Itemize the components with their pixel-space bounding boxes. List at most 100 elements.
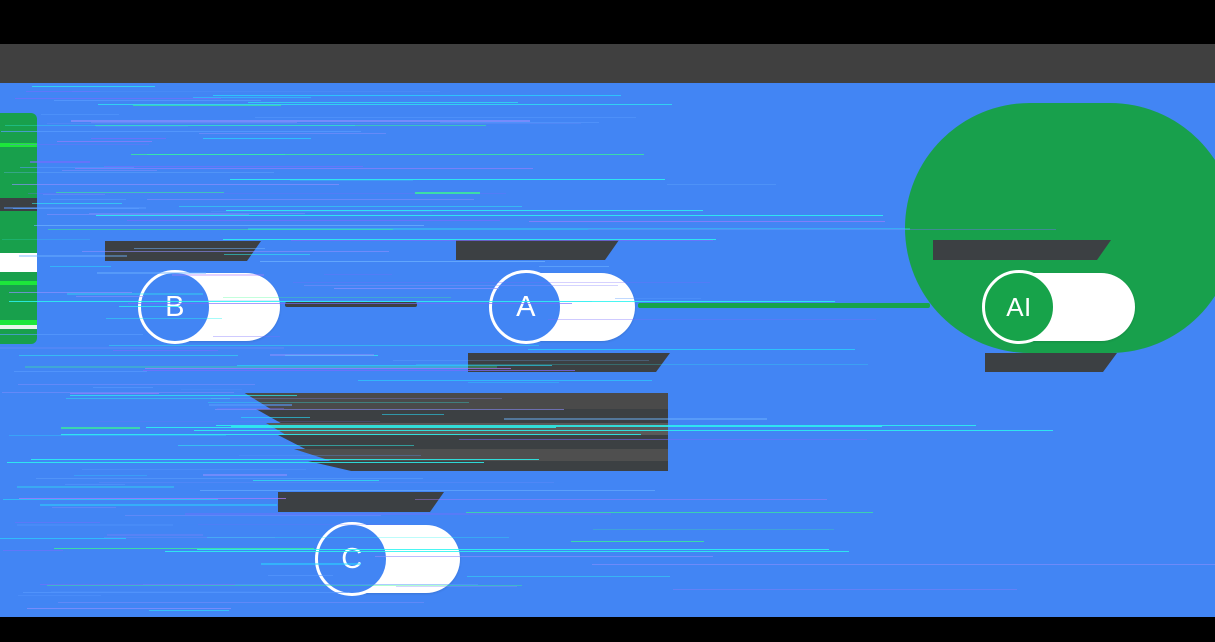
glitch-scanline: [592, 564, 1215, 565]
text-line: [244, 393, 668, 409]
glitch-scanline: [113, 350, 218, 351]
glitch-scanline: [197, 549, 829, 550]
glitch-scanline: [334, 288, 499, 289]
glitch-scanline: [12, 184, 339, 185]
glitch-scanline: [0, 538, 126, 539]
corrupted-text-block: [236, 393, 668, 471]
glitch-scanline: [415, 192, 480, 194]
glitch-scanline: [65, 484, 125, 485]
glitch-scanline: [74, 475, 147, 476]
glitch-scanline: [71, 120, 530, 122]
glitch-scanline: [76, 296, 144, 297]
glitch-scanline: [15, 522, 100, 523]
glitch-scanline: [468, 382, 559, 383]
glitch-scanline: [40, 584, 235, 585]
glitch-scanline: [109, 345, 539, 346]
glitch-scanline: [260, 261, 545, 262]
node-c-badge[interactable]: C: [315, 522, 389, 596]
glitch-scanline: [66, 398, 230, 399]
glitch-scanline: [147, 154, 285, 155]
glitch-scanline: [0, 347, 284, 349]
glitch-scanline: [149, 610, 229, 611]
text-line: [294, 449, 668, 461]
label-smear-bg: [105, 241, 261, 261]
glitch-scanline: [165, 551, 849, 552]
glitch-scanline: [58, 602, 424, 603]
glitch-scanline: [324, 274, 392, 275]
glitch-scanline: [18, 595, 101, 596]
glitch-band: [0, 253, 37, 272]
glitch-scanline: [19, 498, 286, 499]
glitch-scanline: [93, 387, 153, 388]
glitch-band: [0, 143, 37, 147]
node-a-label-above: [456, 240, 619, 260]
glitch-scanline: [248, 102, 518, 103]
glitch-scanline: [673, 589, 1017, 590]
node-c-label-above: [278, 492, 444, 512]
glitch-scanline: [17, 486, 174, 488]
glitch-scanline: [32, 86, 155, 87]
connector-a-to-ai: [638, 303, 930, 308]
glitch-scanline: [127, 220, 500, 221]
glitch-scanline: [667, 184, 776, 185]
glitch-scanline: [203, 474, 287, 476]
glitch-scanline: [1, 131, 361, 132]
glitch-scanline: [57, 141, 152, 142]
glitch-scanline: [466, 512, 873, 513]
glitch-scanline: [185, 513, 611, 515]
glitch-scanline: [27, 608, 231, 609]
label-smear-bg: [278, 492, 444, 512]
label-smear-bg: [468, 353, 670, 372]
glitch-scanline: [51, 591, 260, 592]
label-smear-bg: [985, 353, 1117, 372]
diagram-canvas[interactable]: B A C: [0, 83, 1215, 642]
glitch-scanline: [253, 480, 379, 481]
glitch-scanline: [193, 97, 311, 98]
node-ai-badge[interactable]: AI: [982, 270, 1056, 344]
node-b-badge[interactable]: B: [138, 270, 212, 344]
glitch-scanline: [52, 507, 116, 508]
glitch-scanline: [40, 504, 277, 506]
label-smear-bg: [456, 240, 619, 260]
glitch-scanline: [62, 170, 157, 171]
glitch-scanline: [593, 529, 834, 530]
glitch-scanline: [54, 548, 314, 549]
text-line: [308, 461, 668, 471]
glitch-scanline: [440, 122, 599, 123]
glitch-scanline: [18, 384, 255, 385]
glitch-scanline: [75, 168, 533, 169]
text-line: [278, 435, 668, 449]
glitch-scanline: [47, 214, 249, 215]
glitch-scanline: [96, 126, 188, 127]
glitch-scanline: [47, 123, 581, 124]
node-a-label-below: [468, 353, 670, 372]
glitch-scanline: [3, 550, 63, 551]
node-a-badge[interactable]: A: [489, 270, 563, 344]
glitch-scanline: [125, 515, 381, 516]
glitch-scanline: [213, 95, 621, 96]
glitch-scanline: [56, 192, 224, 193]
glitch-scanline: [91, 122, 297, 123]
glitch-scanline: [3, 499, 218, 500]
glitch-scanline: [96, 215, 883, 216]
glitch-band: [0, 281, 37, 285]
top-letterbox: [0, 0, 1215, 44]
glitch-scanline: [23, 592, 348, 593]
glitch-scanline: [51, 199, 126, 200]
glitch-scanline: [19, 355, 238, 356]
window-header-bar: Untitled: [0, 44, 1215, 118]
glitch-scanline: [200, 490, 655, 491]
glitch-scanline: [529, 221, 885, 222]
glitch-scanline: [17, 524, 173, 526]
glitch-scanline: [199, 133, 386, 134]
glitch-scanline: [147, 199, 474, 200]
glitch-scanline: [528, 349, 855, 350]
glitch-scanline: [248, 228, 910, 230]
glitch-scanline: [255, 117, 636, 118]
left-green-panel: [0, 113, 37, 344]
glitch-scanline: [43, 194, 105, 195]
glitch-scanline: [14, 371, 147, 372]
glitch-scanline: [61, 427, 140, 429]
text-line: [256, 409, 668, 423]
glitch-scanline: [36, 478, 423, 479]
